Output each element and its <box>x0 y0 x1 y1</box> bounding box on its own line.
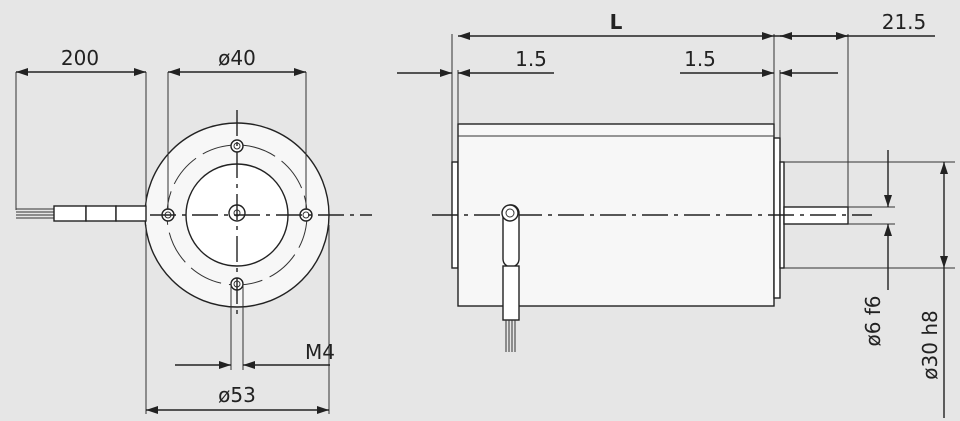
dim-right-1-5-label: 1.5 <box>684 47 716 71</box>
right-flange <box>773 137 781 299</box>
side-view: L 21.5 1.5 1.5 ø6 f6 ø30 h8 <box>397 10 955 418</box>
front-view: 200 ø40 M4 ø53 <box>15 46 372 414</box>
dim-40-label: ø40 <box>218 46 256 70</box>
side-lead-wires <box>501 204 520 352</box>
dim-left-1-5-label: 1.5 <box>515 47 547 71</box>
dim-21-5-label: 21.5 <box>882 10 927 34</box>
dim-30-label: ø30 h8 <box>918 310 942 379</box>
dim-200-label: 200 <box>61 46 99 70</box>
lead-wires <box>16 205 147 222</box>
dim-L-label: L <box>610 10 623 34</box>
dim-m4-label: M4 <box>305 340 335 364</box>
dim-53-label: ø53 <box>218 383 256 407</box>
dim-6-label: ø6 f6 <box>861 295 885 346</box>
